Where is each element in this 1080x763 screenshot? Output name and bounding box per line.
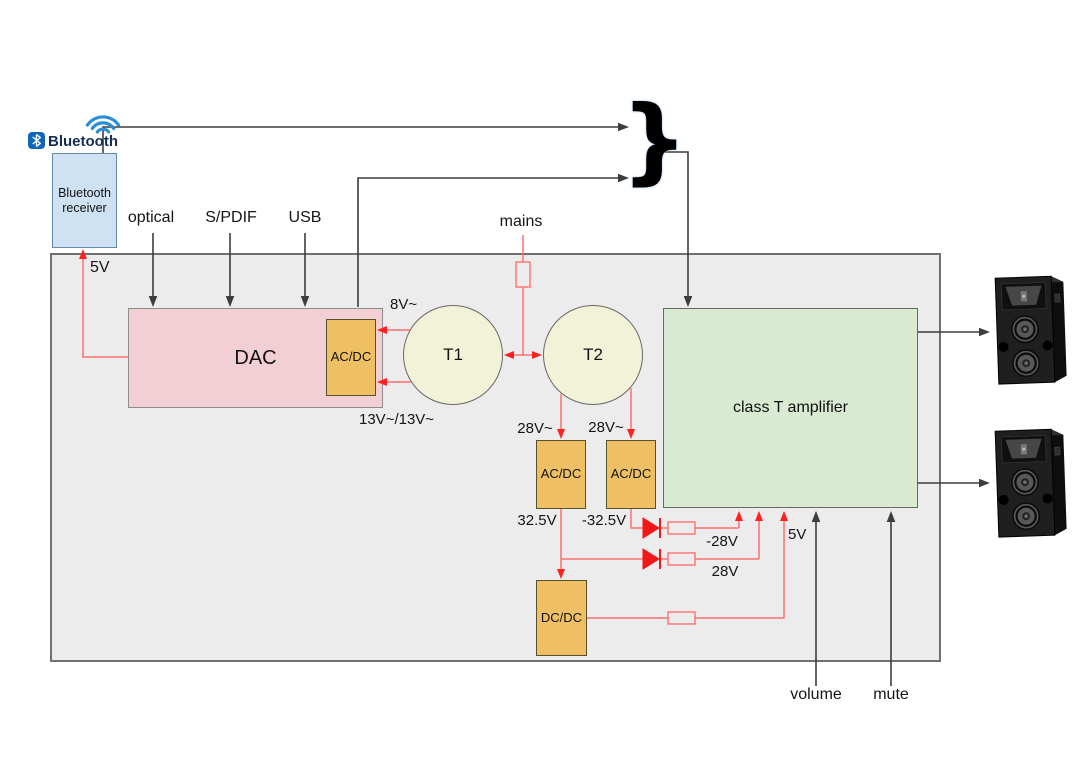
volume-label: volume [790, 686, 842, 703]
dac-acdc-converter-block: AC/DC [326, 319, 376, 396]
28v-label: 28V [711, 563, 739, 580]
t2-label: T2 [583, 345, 603, 365]
acdc-negative-rail-block: AC/DC [606, 440, 656, 509]
usb-label: USB [288, 209, 322, 226]
arrow-speaker-bottom-icon [979, 478, 990, 488]
acdc-neg-label: AC/DC [610, 466, 652, 482]
acdc-positive-rail-block: AC/DC [536, 440, 586, 509]
28vac-right-label: 28V~ [588, 419, 624, 436]
amp-5v-label: 5V [788, 526, 807, 543]
merge-brace: } [621, 86, 688, 195]
transformer-t2-block: T2 [543, 305, 643, 405]
acdc-pos-label: AC/DC [540, 466, 582, 482]
neg32v5-label: -32.5V [581, 512, 627, 529]
spdif-label: S/PDIF [205, 209, 257, 226]
receiver-signal-line [102, 126, 618, 153]
8v-label: 8V~ [390, 296, 418, 313]
mains-label: mains [499, 213, 543, 230]
amplifier-label: class T amplifier [733, 398, 848, 416]
bluetooth-logo-text: Bluetooth [48, 133, 118, 150]
13v-label: 13V~/13V~ [359, 411, 435, 428]
bluetooth-receiver-block: Bluetooth receiver [52, 153, 117, 248]
32v5-label: 32.5V [517, 512, 557, 529]
mute-label: mute [873, 686, 909, 703]
bluetooth-receiver-label: Bluetooth receiver [58, 186, 111, 215]
dcdc-label: DC/DC [540, 609, 583, 625]
dcdc-converter-block: DC/DC [536, 580, 587, 656]
receiver-5v-label: 5V [90, 259, 110, 276]
class-t-amplifier-block: class T amplifier [663, 308, 918, 508]
speaker-bottom-icon [994, 428, 1067, 538]
dac-label: DAC [234, 346, 277, 369]
speaker-top-icon [994, 275, 1067, 385]
transformer-t1-block: T1 [403, 305, 503, 405]
dac-acdc-label: AC/DC [330, 349, 372, 365]
28vac-left-label: 28V~ [517, 420, 553, 437]
neg28v-label: -28V [706, 533, 738, 550]
arrow-speaker-top-icon [979, 327, 990, 337]
bluetooth-badge-icon [28, 132, 45, 149]
t1-label: T1 [443, 345, 463, 365]
wireless-arcs-icon [85, 115, 121, 134]
optical-label: optical [127, 209, 175, 226]
